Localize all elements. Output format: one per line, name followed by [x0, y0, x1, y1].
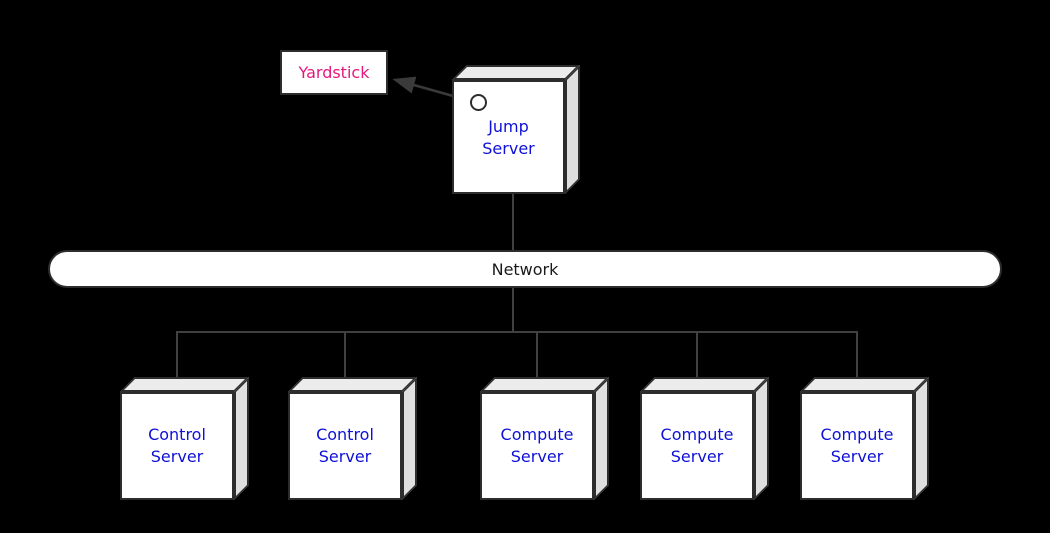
- compute-server-label-1: Compute Server: [500, 425, 574, 466]
- network-bar: Network: [48, 250, 1002, 288]
- yardstick-box: Yardstick: [280, 50, 388, 95]
- compute-server-box-2: Compute Server: [640, 392, 754, 500]
- control-server-label-2: Control Server: [316, 425, 374, 466]
- compute-server-box-3: Compute Server: [800, 392, 914, 500]
- control-server-box-2: Control Server: [288, 392, 402, 500]
- compute-server-label-2: Compute Server: [660, 425, 734, 466]
- network-label: Network: [491, 259, 559, 279]
- control-server-box-1: Control Server: [120, 392, 234, 500]
- compute-server-box-1: Compute Server: [480, 392, 594, 500]
- jump-server-label: Jump Server: [482, 117, 535, 158]
- connector-port-icon: [470, 94, 487, 111]
- jump-server-box: Jump Server: [452, 80, 565, 194]
- yardstick-label: Yardstick: [298, 63, 370, 82]
- control-server-label-1: Control Server: [148, 425, 206, 466]
- compute-server-label-3: Compute Server: [820, 425, 894, 466]
